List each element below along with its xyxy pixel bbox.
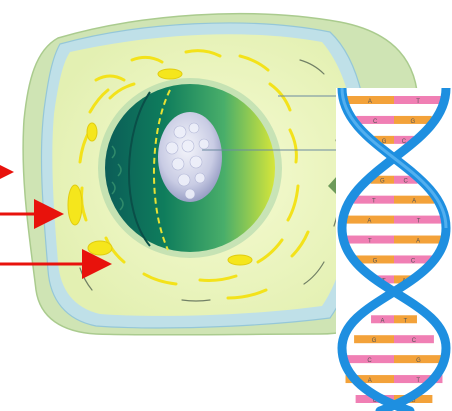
base-letter-left: G bbox=[373, 258, 378, 264]
base-letter-right: T bbox=[416, 378, 420, 384]
nucleolus bbox=[158, 112, 222, 202]
base-letter-left: C bbox=[373, 119, 378, 125]
base-letter-right: T bbox=[417, 219, 421, 225]
base-letter-left: G bbox=[372, 338, 377, 344]
base-letter-right: C bbox=[411, 258, 416, 264]
base-letter-right: A bbox=[412, 199, 416, 205]
base-letter-left: A bbox=[368, 378, 372, 384]
base-letter-right: G bbox=[416, 358, 421, 364]
base-letter-left: G bbox=[380, 179, 385, 185]
base-letter-left: A bbox=[381, 318, 385, 324]
base-letter-left: A bbox=[367, 219, 371, 225]
base-letter-right: G bbox=[411, 119, 416, 125]
base-letter-left: T bbox=[372, 199, 376, 205]
base-letter-left: C bbox=[367, 358, 372, 364]
base-letter-left: A bbox=[368, 99, 372, 105]
base-letter-right: T bbox=[404, 318, 408, 324]
base-letter-right: C bbox=[412, 338, 417, 344]
base-letter-right: C bbox=[404, 179, 409, 185]
base-letter-left: T bbox=[368, 239, 372, 245]
base-letter-right: T bbox=[416, 99, 420, 105]
base-letter-right: A bbox=[416, 239, 420, 245]
